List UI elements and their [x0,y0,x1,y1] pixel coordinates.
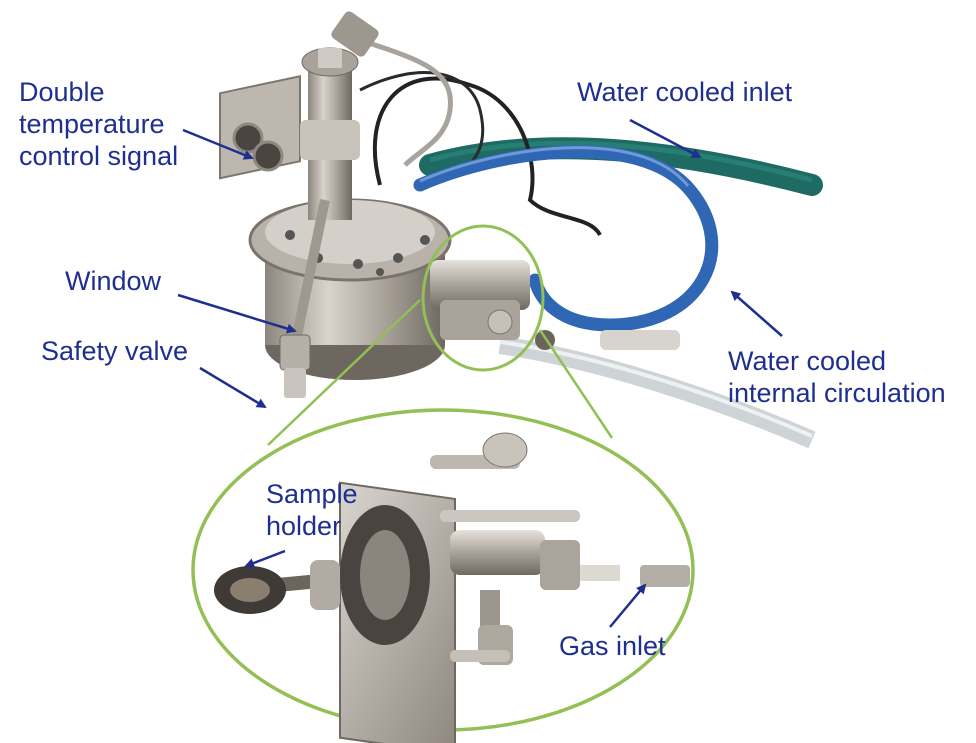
label-double-temperature-line2: temperature [19,109,165,139]
label-double-temperature-line3: control signal [19,141,179,171]
label-water-cooled-inlet: Water cooled inlet [577,77,793,107]
label-sample-holder-line2: holder [266,511,342,541]
central-column [300,47,360,220]
label-sample-holder-line1: Sample [266,479,358,509]
safety-valve-rod [279,198,330,398]
label-double-temperature-line1: Double [19,77,105,107]
arrow-safety-valve [199,366,267,409]
arrow-water-inlet [629,118,702,159]
annotation-arrows [177,118,783,628]
label-double-temperature: Double temperature control signal [19,76,178,172]
side-port [430,260,680,350]
top-pipes [331,11,453,167]
connector-box [219,75,301,180]
blue-hose [413,145,719,332]
label-water-cooled-internal: Water cooled internal circulation [728,345,946,409]
arrow-sample-holder [244,549,286,568]
label-window: Window [65,266,162,296]
zoomed-sample-holder [214,432,690,743]
label-sample-holder: Sample holder [266,478,358,542]
label-gas-inlet: Gas inlet [559,631,666,661]
label-water-cooled-internal-line1: Water cooled [728,346,887,376]
label-safety-valve: Safety valve [41,336,189,366]
arrow-double-temp [182,128,254,160]
arrow-window [177,293,297,334]
arrow-water-internal [730,290,783,337]
arrow-gas-inlet [609,583,647,628]
label-water-cooled-internal-line2: internal circulation [728,378,946,408]
